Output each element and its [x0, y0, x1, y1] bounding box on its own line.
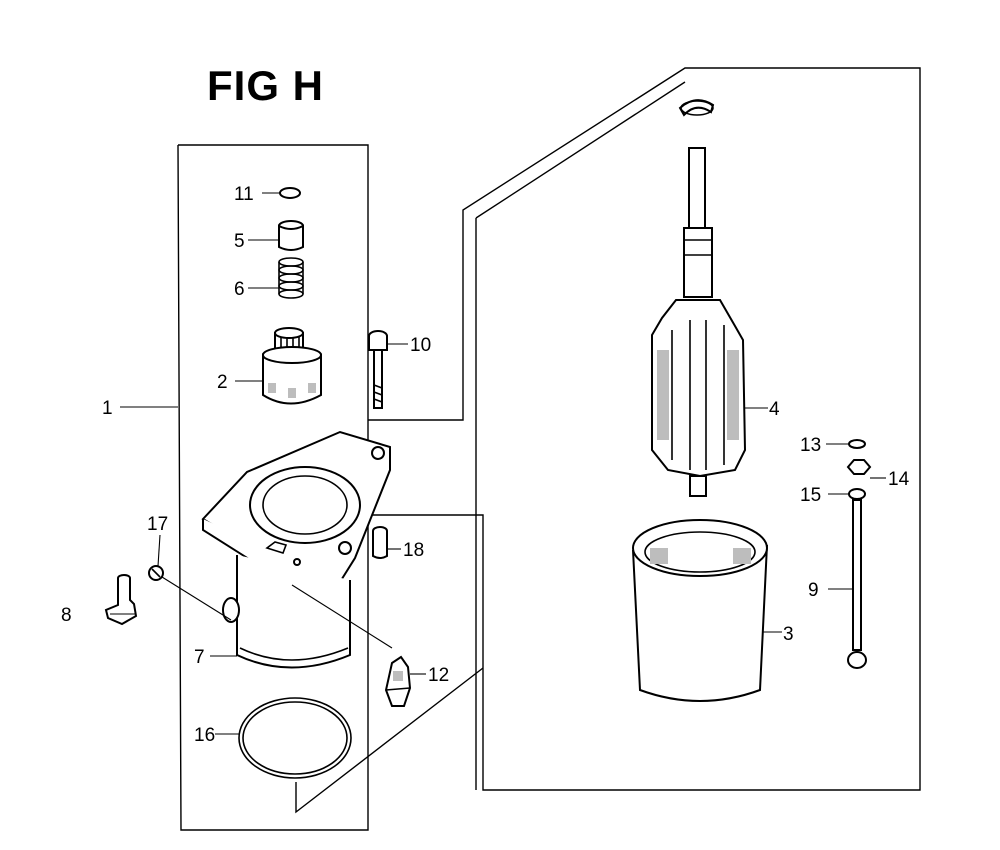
part-8-terminal — [104, 574, 138, 626]
part-15-washer — [848, 488, 866, 500]
part-11-small-ring — [279, 187, 301, 199]
label-part-11: 11 — [234, 184, 254, 205]
label-part-16: 16 — [194, 725, 215, 746]
part-5-stop-collar — [278, 220, 304, 251]
part-9-through-bolt — [847, 499, 867, 669]
part-17-screw — [148, 565, 164, 581]
label-part-1: 1 — [102, 398, 113, 419]
group-box-starter-assembly — [177, 144, 369, 831]
label-part-18: 18 — [403, 540, 424, 561]
group-box-armature — [295, 67, 921, 814]
label-part-6: 6 — [234, 279, 245, 300]
label-part-3: 3 — [783, 624, 794, 645]
label-part-2: 2 — [217, 372, 228, 393]
callout-labels: 1 2 3 4 5 6 7 8 9 10 11 12 13 14 15 16 1… — [61, 184, 910, 746]
label-part-9: 9 — [808, 580, 819, 601]
part-13-washer — [848, 439, 866, 449]
part-4-armature — [651, 147, 747, 497]
label-part-13: 13 — [800, 435, 821, 456]
label-part-15: 15 — [800, 485, 821, 506]
figure-title: FIG H — [207, 62, 324, 109]
part-18-collar — [372, 526, 388, 559]
part-12-clip — [384, 655, 412, 707]
label-part-4: 4 — [769, 399, 780, 420]
label-part-8: 8 — [61, 605, 72, 626]
part-16-o-ring — [238, 697, 352, 779]
part-14-nut — [846, 459, 872, 475]
part-snap-ring — [678, 99, 715, 117]
part-2-pinion-gear — [262, 327, 322, 405]
part-6-spring — [278, 257, 304, 299]
part-3-motor-case — [632, 519, 768, 702]
label-part-12: 12 — [428, 665, 449, 686]
leader-lines — [110, 192, 886, 735]
part-7-starter-housing — [201, 430, 391, 669]
label-part-17: 17 — [147, 514, 168, 535]
part-10-bolt — [368, 330, 388, 409]
label-part-7: 7 — [194, 647, 205, 668]
label-part-14: 14 — [888, 469, 910, 490]
label-part-10: 10 — [410, 335, 431, 356]
label-part-5: 5 — [234, 231, 245, 252]
